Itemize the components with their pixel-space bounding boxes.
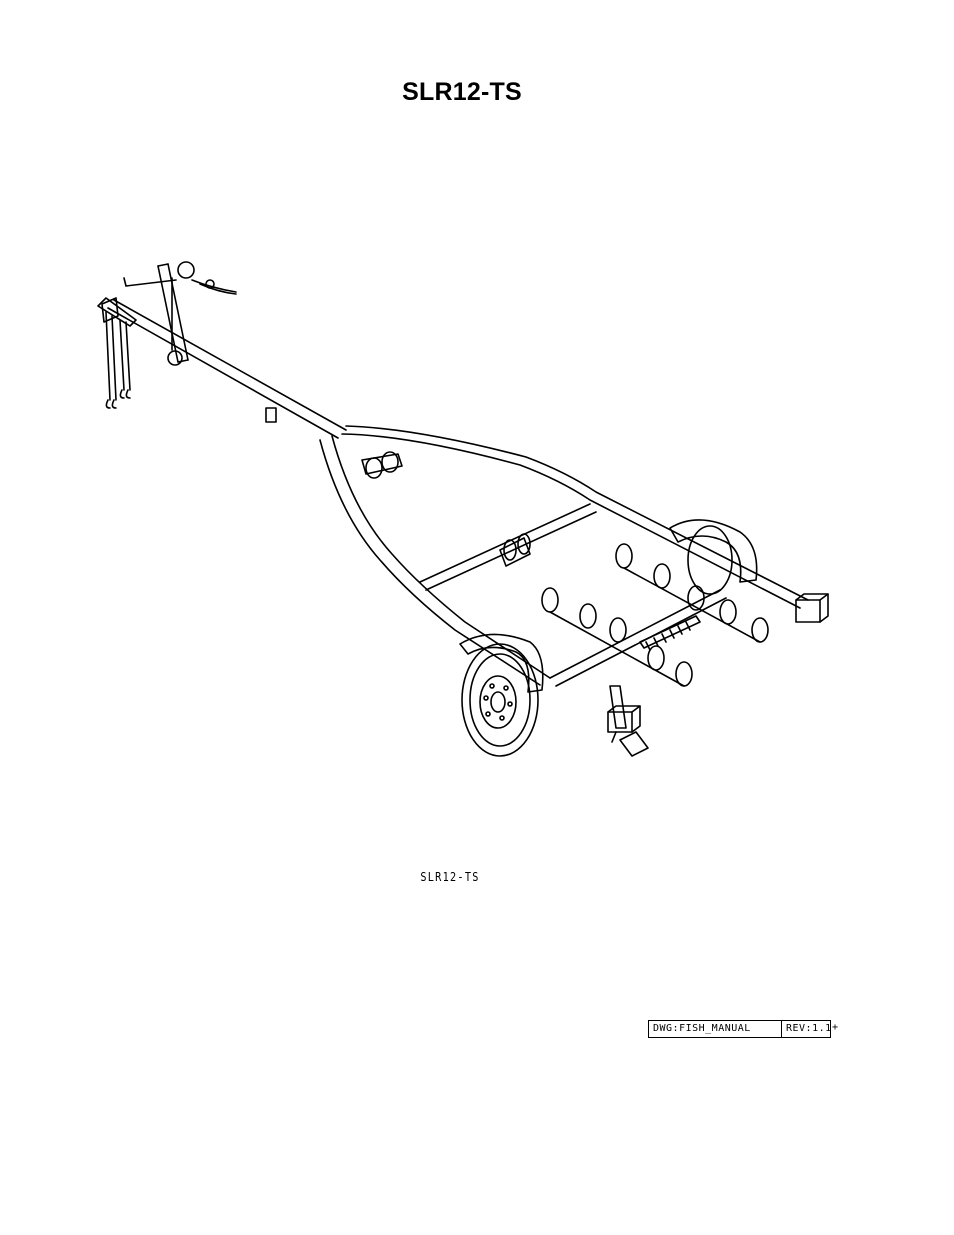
frame-right-rail <box>342 426 808 608</box>
middle-crossmember <box>420 504 596 590</box>
plus-mark: + <box>832 1020 839 1038</box>
rear-crossmember <box>550 590 726 686</box>
rear-bunks <box>610 686 648 756</box>
page-title: SLR12-TS <box>0 78 924 107</box>
drawing-caption: SLR12-TS <box>68 870 833 884</box>
right-fender <box>670 520 757 594</box>
tongue-beam <box>102 298 346 438</box>
trailer-illustration <box>80 250 840 760</box>
rear-light-left <box>608 706 640 742</box>
revision-number: REV:1.1 <box>782 1020 831 1038</box>
trailer-drawing <box>80 250 840 760</box>
drawing-number: DWG:FISH_MANUAL <box>648 1020 782 1038</box>
tongue-bracket <box>266 408 276 422</box>
title-block: DWG:FISH_MANUAL REV:1.1 + <box>648 1020 839 1038</box>
left-wheel <box>462 644 538 756</box>
bow-roller <box>362 452 402 478</box>
